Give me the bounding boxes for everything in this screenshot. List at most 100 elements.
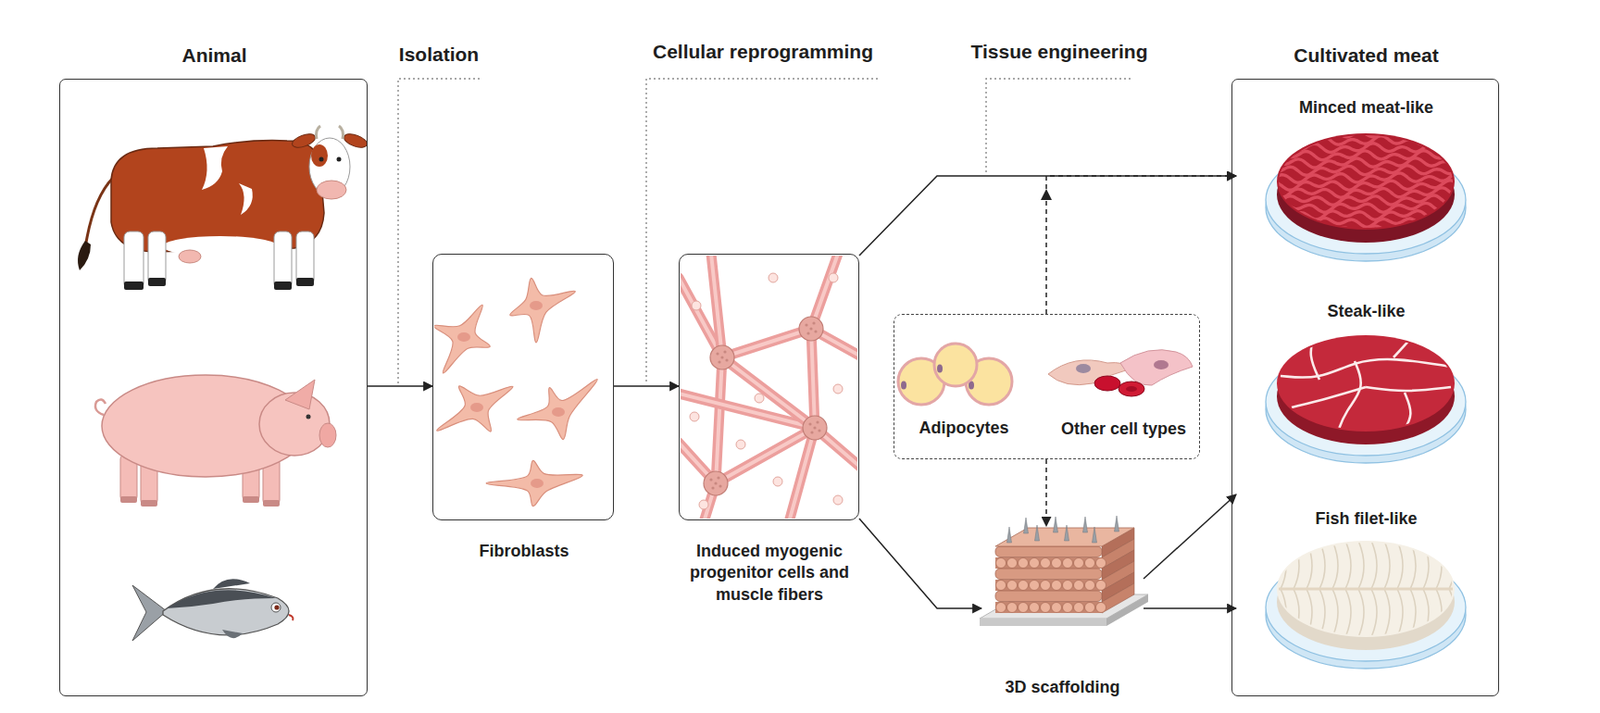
- cow-illustration: [77, 125, 369, 290]
- scaffold-spike: [1053, 516, 1059, 533]
- step-heading: Isolation: [290, 41, 588, 67]
- cow-tail: [85, 177, 113, 249]
- fish-mouth: [288, 614, 294, 621]
- satellite-texture: [723, 350, 726, 353]
- steak-marbling: [1402, 392, 1411, 432]
- pig-hoof: [140, 500, 158, 507]
- cell-box: Induced myogenic progenitor cells and mu…: [678, 253, 860, 521]
- satellite-texture: [812, 321, 815, 325]
- adipocyte-nucleus: [937, 364, 943, 374]
- cow-hoof: [274, 281, 292, 290]
- muscle-fiber: [811, 328, 815, 428]
- scaffold-rod-end: [1029, 602, 1040, 613]
- minced-texture-line: [1273, 225, 1460, 235]
- fibroblast-cell: [517, 379, 599, 440]
- scaffold-base-front: [979, 618, 1107, 626]
- progenitor-cell: [833, 384, 843, 394]
- fibroblast-cell: [486, 460, 583, 506]
- cow-leg: [124, 231, 144, 289]
- satellite-texture: [817, 428, 821, 432]
- satellite-texture: [709, 477, 713, 481]
- fish-eye: [271, 602, 281, 613]
- node-label: Cultivated meat: [1232, 42, 1500, 68]
- satellite-texture: [718, 484, 722, 488]
- scaffold-rod-end: [1007, 602, 1018, 613]
- scaffold-rod-end: [1085, 558, 1096, 569]
- satellite-cell: [799, 316, 824, 341]
- scaffold-spike: [1035, 525, 1040, 541]
- satellite-texture: [725, 358, 728, 362]
- fish-body: [162, 588, 289, 636]
- satellite-cell: [802, 415, 827, 440]
- fibroblast-cell: [437, 386, 513, 432]
- cell-nucleus: [1153, 360, 1169, 370]
- fish-dish-illustration: [1265, 540, 1466, 669]
- merge-arrowhead: [1040, 188, 1052, 200]
- fish-fin: [212, 578, 250, 589]
- progenitor-cell: [691, 300, 701, 311]
- red-blood-cell: [1118, 381, 1145, 397]
- node-label: Adipocytes: [894, 417, 1034, 439]
- scaffold-rod-end: [1051, 602, 1063, 613]
- satellite-cell: [703, 471, 728, 496]
- spindle-cell: [1120, 350, 1193, 386]
- satellite-texture: [808, 422, 812, 425]
- cow-leg: [148, 231, 166, 286]
- satellite-texture: [810, 430, 813, 434]
- cell-nucleus: [530, 478, 544, 488]
- cow-horn: [316, 125, 344, 139]
- step-heading: Tissue engineering: [911, 38, 1208, 64]
- scaffold-rod-end: [1051, 580, 1063, 591]
- scaffold-layer-side: [1101, 583, 1135, 613]
- cow-eye: [319, 157, 325, 163]
- steak-marbling: [1280, 359, 1451, 378]
- pig-eye: [306, 414, 312, 420]
- minced-texture-line: [1273, 173, 1460, 184]
- muscle-fiber-network: [680, 255, 858, 519]
- scaffold-rod-end: [1096, 558, 1107, 569]
- node-label: Animal: [60, 42, 369, 68]
- cell-nucleus: [551, 407, 565, 417]
- flow-arrow: [1143, 494, 1237, 579]
- cow-leg: [296, 231, 314, 286]
- scaffold-rod-end: [996, 602, 1007, 613]
- progenitor-cell: [754, 393, 764, 403]
- minced-texture-line: [1273, 202, 1460, 213]
- adipocyte-nucleus: [900, 381, 907, 390]
- minced-texture-line: [1273, 128, 1460, 138]
- cow-ear: [290, 131, 318, 150]
- fibroblast-cell: [510, 277, 576, 343]
- scaffold-rod-end: [1007, 558, 1018, 569]
- minced-texture-line: [1273, 158, 1460, 168]
- pig-tail: [95, 399, 106, 415]
- satellite-texture: [815, 420, 819, 424]
- fibroblast-cells: [434, 277, 598, 506]
- satellite-texture: [715, 351, 719, 355]
- fish-fin: [222, 629, 243, 638]
- muscle-fiber: [722, 328, 812, 358]
- cow-hoof: [296, 277, 314, 287]
- scaffold-spike: [1007, 526, 1013, 543]
- cow-eye: [337, 157, 342, 163]
- muscle-fiber-core: [788, 427, 815, 519]
- pig-illustration: [95, 375, 337, 507]
- scaffold-rod-end: [1051, 558, 1063, 569]
- steak-marbling: [1365, 387, 1451, 391]
- node-label: Induced myogenic progenitor cells and mu…: [681, 540, 858, 606]
- flow-arrow: [613, 385, 679, 388]
- progenitor-cell: [689, 412, 700, 422]
- node-label: Fish filet-like: [1236, 508, 1497, 530]
- progenitor-cell: [773, 476, 783, 487]
- steak-marbling: [1337, 361, 1362, 432]
- cow-tail-tuft: [77, 240, 91, 271]
- product-dish: Minced meat-like: [1236, 97, 1497, 296]
- cow-udder: [178, 250, 201, 263]
- flow-arrow: [1143, 607, 1237, 610]
- node-label: Minced meat-like: [1236, 97, 1497, 119]
- cell-nucleus: [470, 402, 484, 413]
- scaffold-node: 3D scaffolding: [981, 525, 1144, 702]
- flow-arrow: [859, 518, 982, 609]
- pig-hoof: [262, 500, 280, 507]
